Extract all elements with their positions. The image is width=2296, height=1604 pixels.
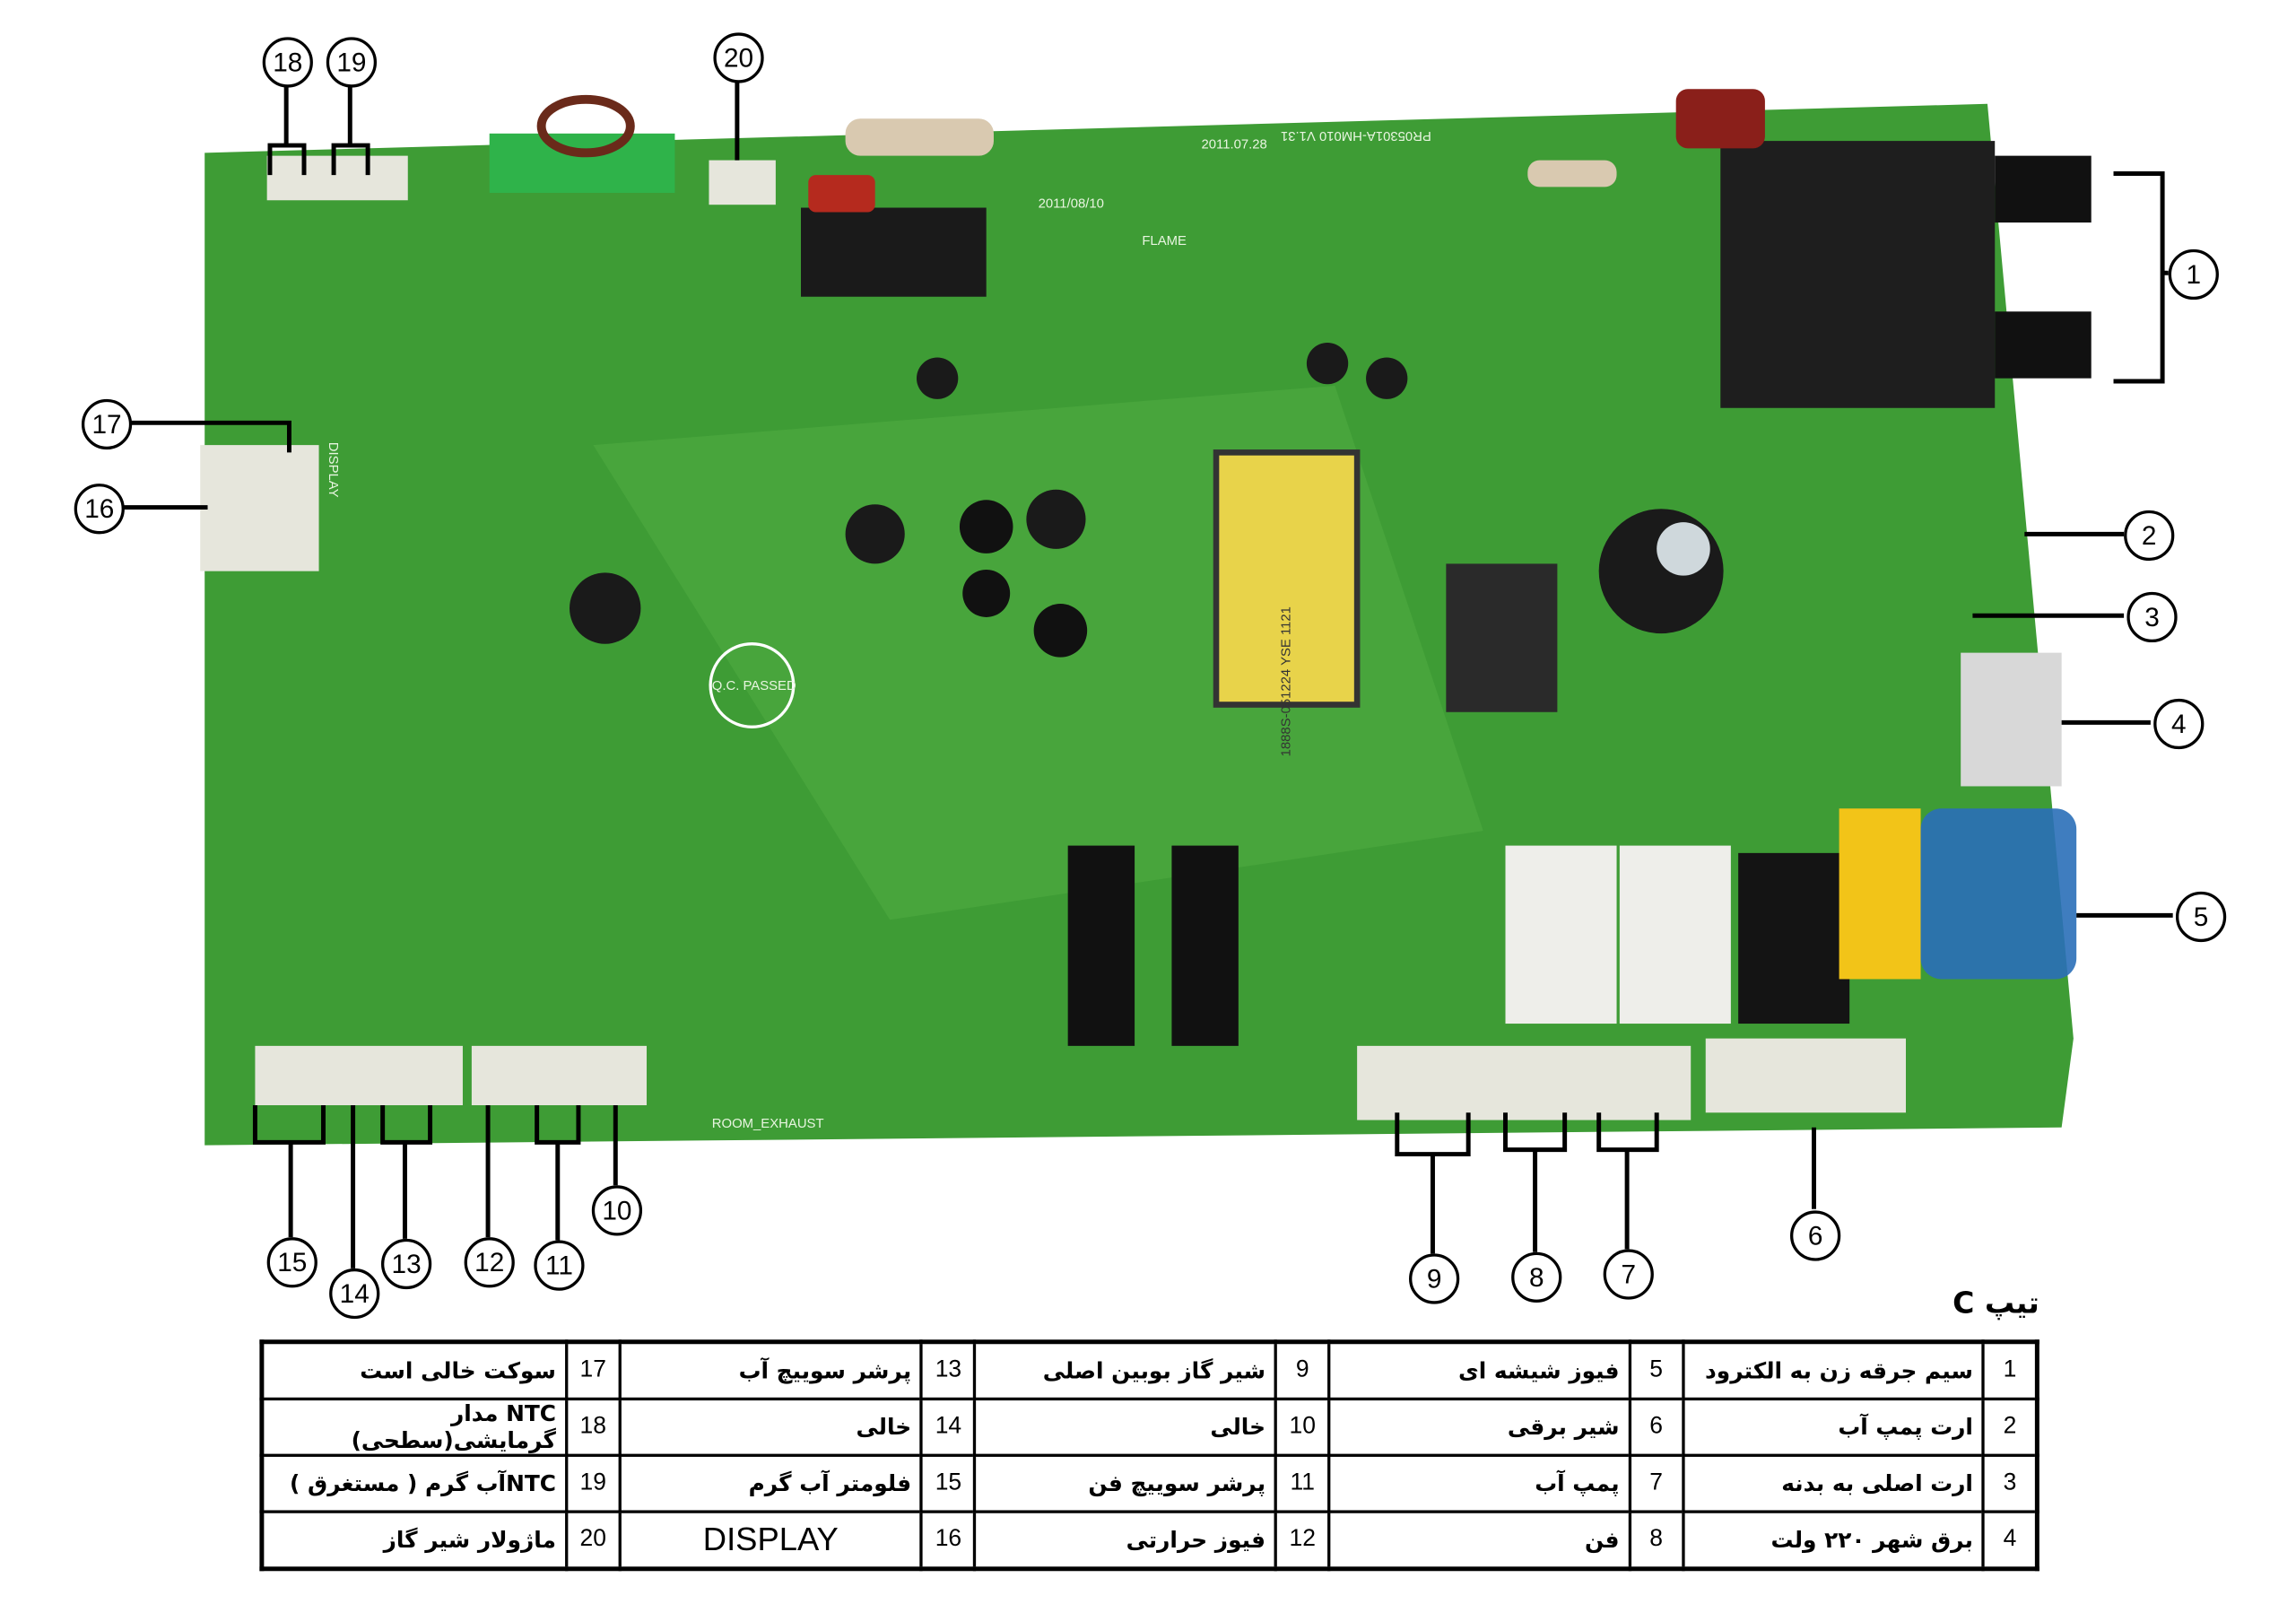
callout-16: 16 <box>74 484 125 535</box>
power-transformer <box>1213 449 1361 708</box>
legend-number: 4 <box>1981 1510 2039 1571</box>
callout-20: 20 <box>713 32 764 83</box>
legend-label: پرشر سوییچ فن <box>973 1453 1278 1513</box>
legend-number: 18 <box>564 1397 622 1457</box>
connector-mains <box>1961 652 2062 787</box>
qc-label: Q.C. PASSED <box>712 679 796 693</box>
callout-6: 6 <box>1790 1210 1841 1261</box>
legend-number: 6 <box>1628 1397 1684 1457</box>
relay-pump <box>1619 845 1731 1024</box>
callout-17: 17 <box>81 398 133 450</box>
connector-fan-pump <box>1357 1045 1692 1120</box>
legend-number: 10 <box>1274 1397 1331 1457</box>
callout-5: 5 <box>2175 891 2227 943</box>
legend-number: 3 <box>1981 1453 2039 1513</box>
relay-1 <box>1067 845 1135 1046</box>
room-exhaust-silk: ROOM_EXHAUST <box>712 1117 824 1131</box>
legend-label: پمپ آب <box>1327 1453 1631 1513</box>
legend-label: DISPLAY <box>618 1510 924 1571</box>
legend-label: ماژولار شیر گاز <box>260 1510 569 1571</box>
ignition-transformer <box>1720 141 1996 408</box>
legend-label: ارت اصلی به بدنه <box>1681 1453 1986 1513</box>
callout-10: 10 <box>591 1185 643 1236</box>
glass-fuse <box>1920 808 2077 980</box>
thermal-fuse <box>1839 808 1921 980</box>
legend-number: 13 <box>920 1340 977 1401</box>
connector-cn4 <box>709 160 776 205</box>
legend-number: 5 <box>1628 1340 1684 1401</box>
flame-label: FLAME <box>1142 234 1187 248</box>
board-model: PR05301A-HM010 V1.31 <box>1281 128 1431 143</box>
terminal-block <box>489 133 675 193</box>
legend-label: سیم جرقه زن به الکترود <box>1681 1340 1986 1401</box>
connector-bottom-left <box>255 1045 463 1106</box>
legend-number: 9 <box>1274 1340 1331 1401</box>
callout-4: 4 <box>2153 698 2205 750</box>
legend-number: 16 <box>920 1510 977 1571</box>
legend-label: فیوز حرارتی <box>973 1510 1278 1571</box>
display-silk: DISPLAY <box>326 442 340 498</box>
leader-lines <box>121 80 2173 1268</box>
relay-2 <box>1171 845 1239 1046</box>
relay-valve <box>1738 852 1850 1024</box>
legend-label: برق شهر ۲۲۰ ولت <box>1681 1510 1986 1571</box>
legend-number: 8 <box>1628 1510 1684 1571</box>
legend-number: 11 <box>1274 1453 1331 1513</box>
legend-number: 15 <box>920 1453 977 1513</box>
transformer-label: 1888S-051224 YSE 1121 <box>1280 606 1294 756</box>
legend-label: ارت پمپ آب <box>1681 1397 1986 1457</box>
callout-15: 15 <box>266 1237 317 1288</box>
board-date-2: 2011/08/10 <box>1039 197 1104 212</box>
relay-fan <box>1505 845 1617 1024</box>
legend-number: 19 <box>564 1453 622 1513</box>
callout-13: 13 <box>381 1238 432 1290</box>
legend-label: خالی <box>618 1397 924 1457</box>
legend-number: 20 <box>564 1510 622 1571</box>
legend-number: 1 <box>1981 1340 2039 1401</box>
legend-label: خالی <box>973 1397 1278 1457</box>
legend-label: سوکت خالی است <box>260 1340 569 1401</box>
legend-label: فن <box>1327 1510 1631 1571</box>
callout-12: 12 <box>464 1237 515 1288</box>
legend-number: 17 <box>564 1340 622 1401</box>
connector-valve <box>1705 1038 1907 1113</box>
board-date: 2011.07.28 <box>1201 137 1266 152</box>
legend-label: فلومتر آب گرم <box>618 1453 924 1513</box>
legend-label: NTC مدار گرمایشی(سطحی) <box>260 1397 569 1457</box>
callout-19: 19 <box>326 37 378 88</box>
legend-label: فیوز شیشه ای <box>1327 1340 1631 1401</box>
legend-label: شیر برقی <box>1327 1397 1631 1457</box>
callout-18: 18 <box>262 37 313 88</box>
legend-number: 7 <box>1628 1453 1684 1513</box>
legend-label: پرشر سوییچ آب <box>618 1340 924 1401</box>
legend-label: NTCآب گرم ( مستغرق ) <box>260 1453 569 1513</box>
callout-7: 7 <box>1603 1249 1654 1300</box>
callout-9: 9 <box>1409 1253 1460 1304</box>
legend-label: شیر گاز بوبین اصلی <box>973 1340 1278 1401</box>
callout-2: 2 <box>2124 510 2175 562</box>
callout-1: 1 <box>2168 248 2219 301</box>
callout-14: 14 <box>329 1268 380 1320</box>
callout-11: 11 <box>534 1240 585 1291</box>
legend-number: 14 <box>920 1397 977 1457</box>
legend-number: 12 <box>1274 1510 1331 1571</box>
callout-8: 8 <box>1511 1251 1562 1303</box>
connector-display <box>200 445 319 571</box>
connector-bottom-mid <box>471 1045 648 1106</box>
connector-cn6 <box>266 155 408 201</box>
legend-number: 2 <box>1981 1397 2039 1457</box>
legend-title: تیپ C <box>1952 1285 2039 1321</box>
qc-stamp <box>709 642 796 728</box>
callout-3: 3 <box>2126 591 2178 643</box>
